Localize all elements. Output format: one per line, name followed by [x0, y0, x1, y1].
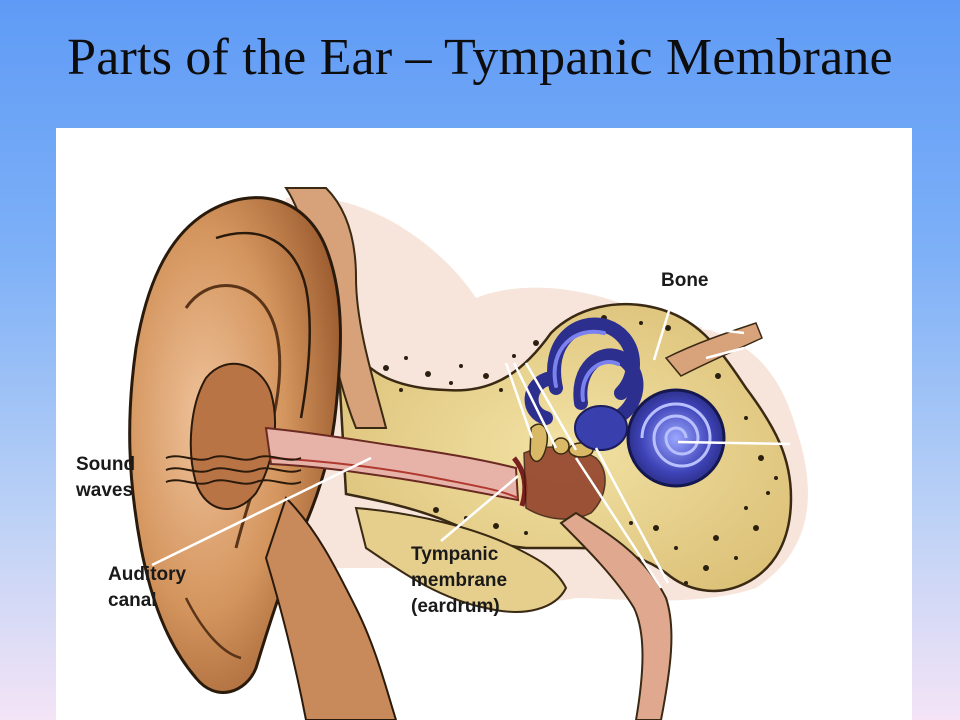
sound-waves	[165, 455, 302, 485]
eustachian-tube	[559, 511, 673, 720]
label-auditory-canal-line1: Auditory	[108, 564, 187, 585]
tympanic-membrane	[512, 456, 528, 507]
vestibule	[574, 405, 628, 451]
ear-diagram-panel: Bone Sound waves Auditory canal Tympanic…	[56, 128, 912, 720]
semicircular-canals-highlight	[552, 329, 620, 402]
label-tympanic-line1: Tympanic	[411, 544, 499, 565]
earlobe	[184, 597, 242, 660]
label-auditory-canal-line2: canal	[108, 590, 157, 611]
label-sound-waves-line2: waves	[76, 480, 134, 501]
cochlea	[626, 388, 726, 488]
pinna-helix	[215, 231, 312, 419]
label-tympanic-line3: (eardrum)	[411, 596, 500, 617]
label-sound-waves-line1: Sound	[76, 454, 136, 475]
label-tympanic-line2: membrane	[411, 570, 508, 591]
label-bone: Bone	[661, 270, 709, 291]
canal-lining	[270, 457, 519, 499]
slide-title: Parts of the Ear – Tympanic Membrane	[67, 29, 893, 86]
concha	[189, 362, 277, 510]
leader-lines	[151, 277, 791, 589]
ear-diagram	[128, 187, 808, 720]
lower-tissue	[264, 496, 398, 720]
lower-bone	[354, 506, 568, 613]
auditory-nerve	[664, 322, 763, 377]
